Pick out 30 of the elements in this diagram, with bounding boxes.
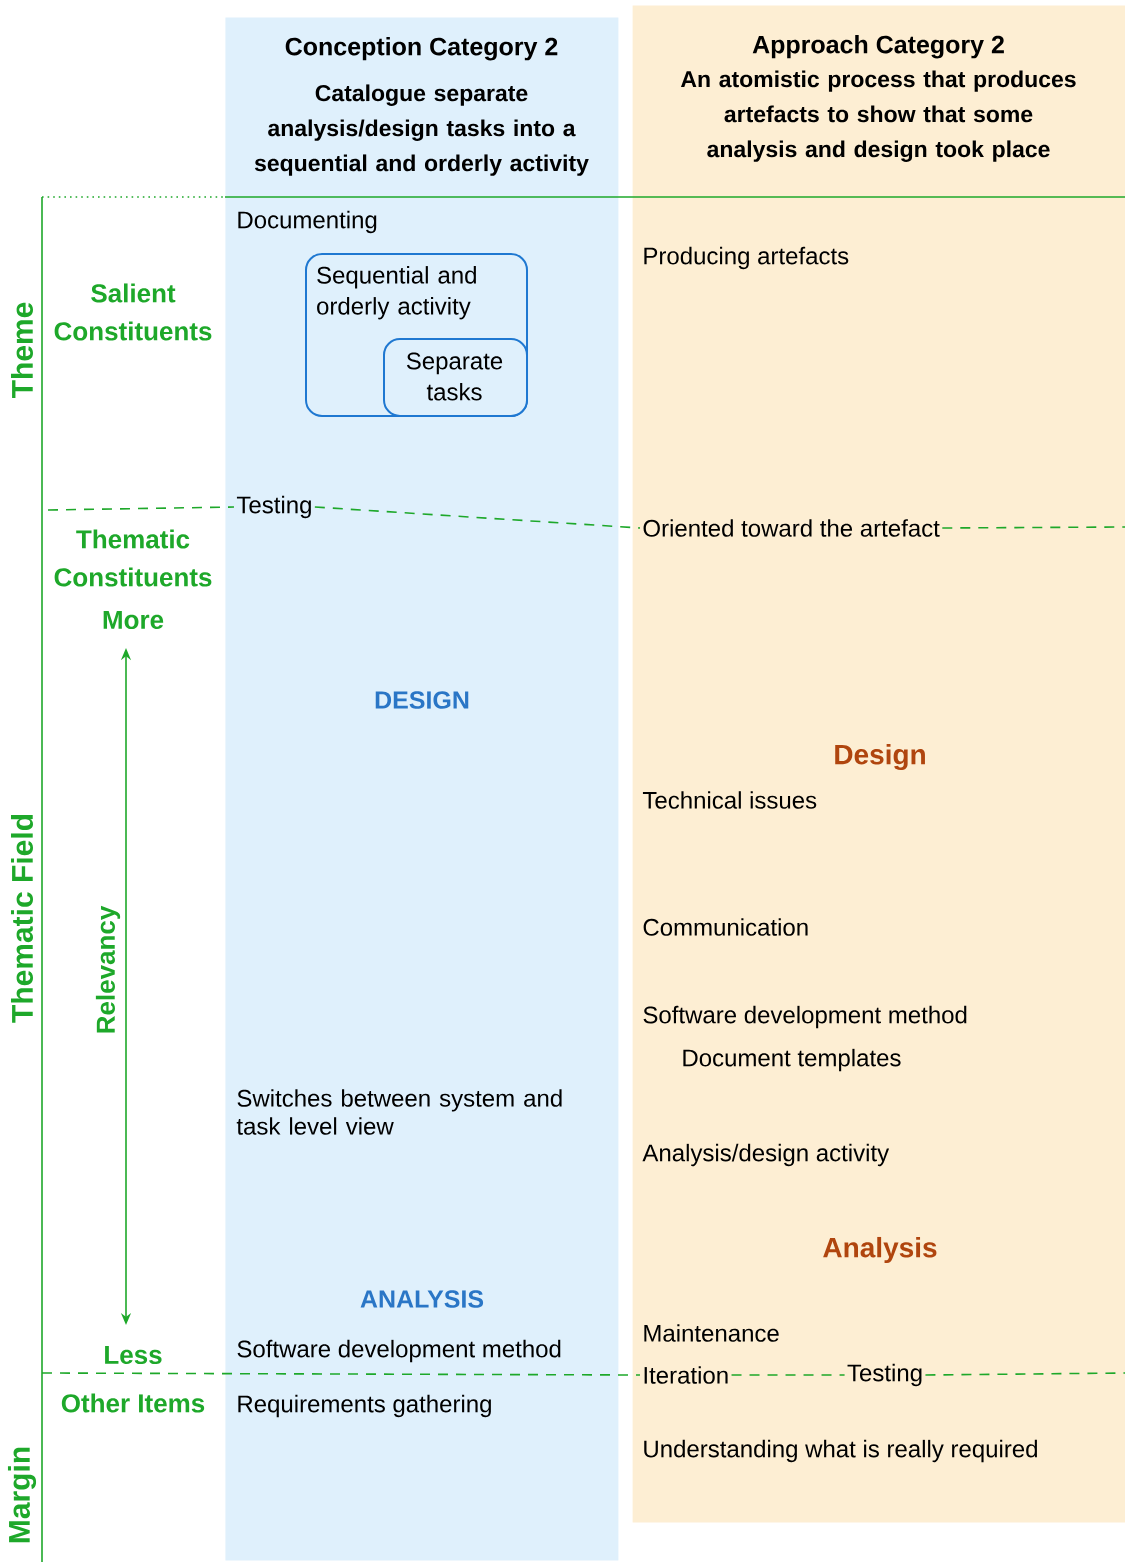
rounded-box: Separate tasks bbox=[383, 338, 528, 417]
item-text: Analysis/design activity bbox=[642, 1143, 890, 1167]
section-label: Margin bbox=[7, 1447, 37, 1543]
section-label: Theme bbox=[11, 302, 33, 398]
category-label: Less bbox=[105, 1345, 162, 1365]
heading-text: Design bbox=[835, 743, 925, 771]
item-text: Communication bbox=[643, 918, 808, 936]
item-text: Iteration bbox=[644, 1366, 728, 1384]
heading-text: DESIGN bbox=[375, 691, 469, 709]
item-text: Documenting bbox=[238, 210, 377, 234]
item-text: Software development method bbox=[643, 1005, 967, 1029]
item-text: Producing artefacts bbox=[644, 246, 849, 270]
item-text: Software development method bbox=[237, 1339, 561, 1363]
category-label: More bbox=[103, 610, 164, 630]
category-label: Other Items bbox=[61, 1393, 205, 1413]
heading-text: Analysis bbox=[823, 1236, 937, 1264]
category-label: Salient Constituents bbox=[54, 283, 212, 341]
item-text: Testing bbox=[847, 1363, 922, 1387]
item-text: Switches between system and task level view bbox=[236, 1089, 562, 1135]
category-label: Thematic Constituents bbox=[54, 529, 212, 587]
item-text: Oriented toward the artefact bbox=[643, 519, 940, 537]
item-text: Document templates bbox=[683, 1048, 901, 1072]
item-text: Technical issues bbox=[642, 791, 817, 809]
axis-label: Relevancy bbox=[95, 905, 121, 1033]
heading-text: ANALYSIS bbox=[360, 1290, 484, 1308]
section-label: Thematic Field bbox=[11, 815, 33, 1023]
item-text: Maintenance bbox=[644, 1324, 779, 1342]
item-text: Understanding what is really required bbox=[644, 1439, 1037, 1463]
item-text: Requirements gathering bbox=[238, 1394, 491, 1418]
item-text: Testing bbox=[236, 495, 311, 519]
